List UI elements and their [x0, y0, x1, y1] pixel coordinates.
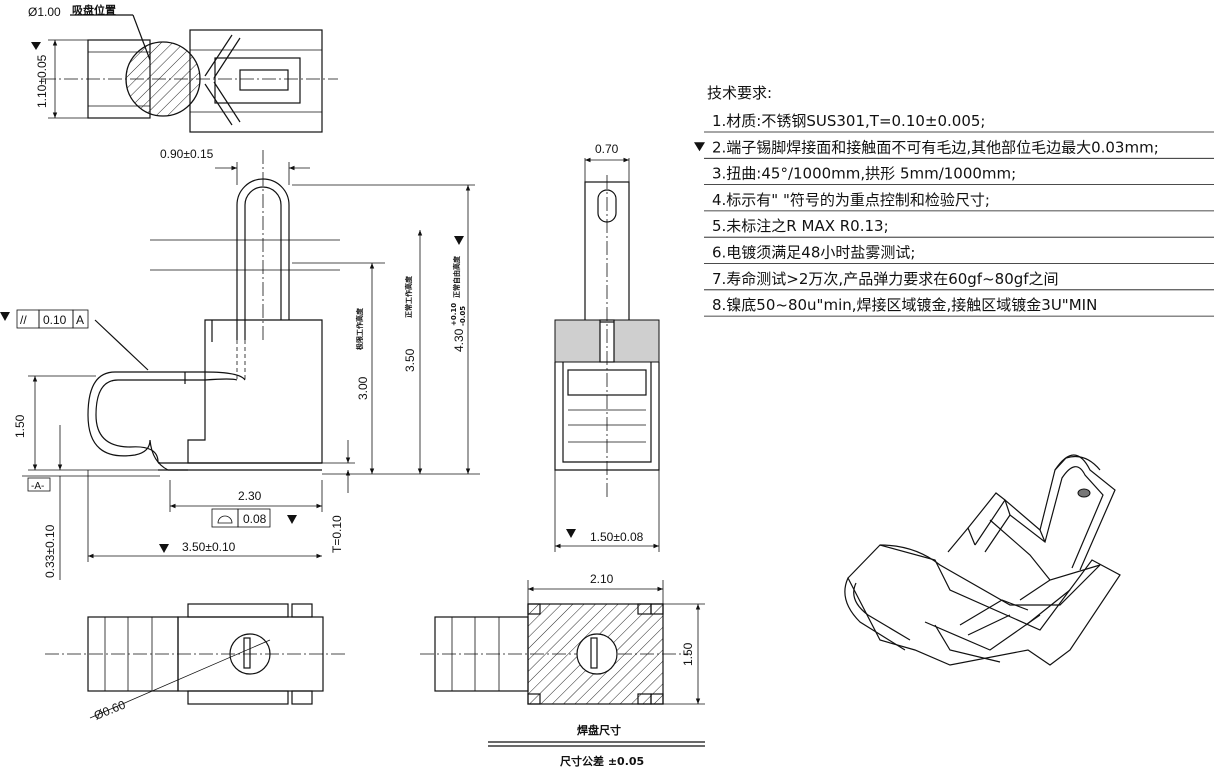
dim-430: 4.30	[452, 328, 466, 352]
key-dim-marker	[566, 529, 576, 538]
top-view	[42, 14, 338, 133]
dim-150-side: 1.50	[13, 414, 27, 438]
dim-230: 2.30	[238, 489, 262, 503]
key-dim-marker	[454, 236, 464, 245]
flatness-frame: // 0.10 A	[16, 309, 89, 329]
dim-060: Ø0.60	[92, 697, 128, 722]
key-dim-marker	[31, 42, 41, 50]
requirements-block: 技术要求: 1.材质:不锈钢SUS301,T=0.10±0.005; 2.端子锡脚…	[694, 84, 1214, 317]
width-top-dim: 0.90±0.15	[160, 147, 214, 161]
key-dim-marker	[0, 312, 10, 321]
profile-frame: 0.08	[211, 508, 271, 528]
key-dim-marker	[287, 515, 297, 524]
dim-t: T=0.10	[330, 515, 344, 553]
dim-350-len: 3.50±0.10	[182, 540, 236, 554]
dim-210: 2.10	[590, 572, 614, 586]
profile-value: 0.08	[243, 512, 267, 526]
suction-pos-label: 吸盘位置	[72, 3, 116, 17]
dim-033: 0.33±0.10	[43, 524, 57, 578]
dim-150-front: 1.50±0.08	[590, 530, 644, 544]
dim-300: 3.00	[356, 376, 370, 400]
dim-430-tol-dn: -0.05	[459, 306, 467, 326]
label-normal-height: 正常工作高度	[404, 275, 413, 318]
pad-view	[420, 580, 705, 747]
requirement-line: 5.未标注之R MAX R0.13;	[712, 217, 889, 235]
dim-070: 0.70	[595, 142, 619, 156]
label-free-height: 正常自由高度	[452, 255, 461, 298]
requirement-line: 3.扭曲:45°/1000mm,拱形 5mm/1000mm;	[712, 165, 1016, 183]
requirement-line: 7.寿命测试>2万次,产品弹力要求在60gf~80gf之间	[712, 270, 1059, 288]
bottom-view	[45, 603, 345, 719]
requirement-line: 8.镍底50~80u"min,焊接区域镀金,接触区域镀金3U"MIN	[712, 296, 1097, 314]
pad-caption: 焊盘尺寸	[577, 723, 621, 737]
tolerance-note: 尺寸公差 ±0.05	[560, 754, 644, 768]
hole-dia-label: Ø1.00	[28, 5, 61, 19]
isometric-view	[844, 454, 1121, 666]
flatness-datum: A	[76, 313, 84, 327]
key-dim-marker	[159, 544, 169, 553]
dim-350-h: 3.50	[403, 348, 417, 372]
dim-150-pad: 1.50	[681, 642, 695, 666]
side-view	[22, 150, 480, 580]
dim-430-tol-up: +0.10	[450, 303, 458, 326]
top-height-dim: 1.10±0.05	[35, 54, 49, 108]
flatness-value: 0.10	[43, 313, 67, 327]
requirement-line: 2.端子锡脚焊接面和接触面不可有毛边,其他部位毛边最大0.03mm;	[712, 138, 1159, 156]
requirement-line: 6.电镀须满足48小时盐雾测试;	[712, 244, 915, 262]
dim-430-group: 4.30 +0.10 -0.05	[450, 303, 467, 352]
flatness-symbol: //	[20, 313, 27, 327]
key-dim-marker	[694, 142, 705, 152]
requirement-line: 1.材质:不锈钢SUS301,T=0.10±0.005;	[712, 112, 985, 130]
requirement-line: 4.标示有" "符号的为重点控制和检验尺寸;	[712, 191, 990, 209]
front-view	[554, 157, 660, 552]
label-limit-height: 极限工作高度	[355, 307, 364, 350]
datum-a: -A-	[31, 481, 44, 492]
requirements-title: 技术要求:	[707, 84, 772, 102]
